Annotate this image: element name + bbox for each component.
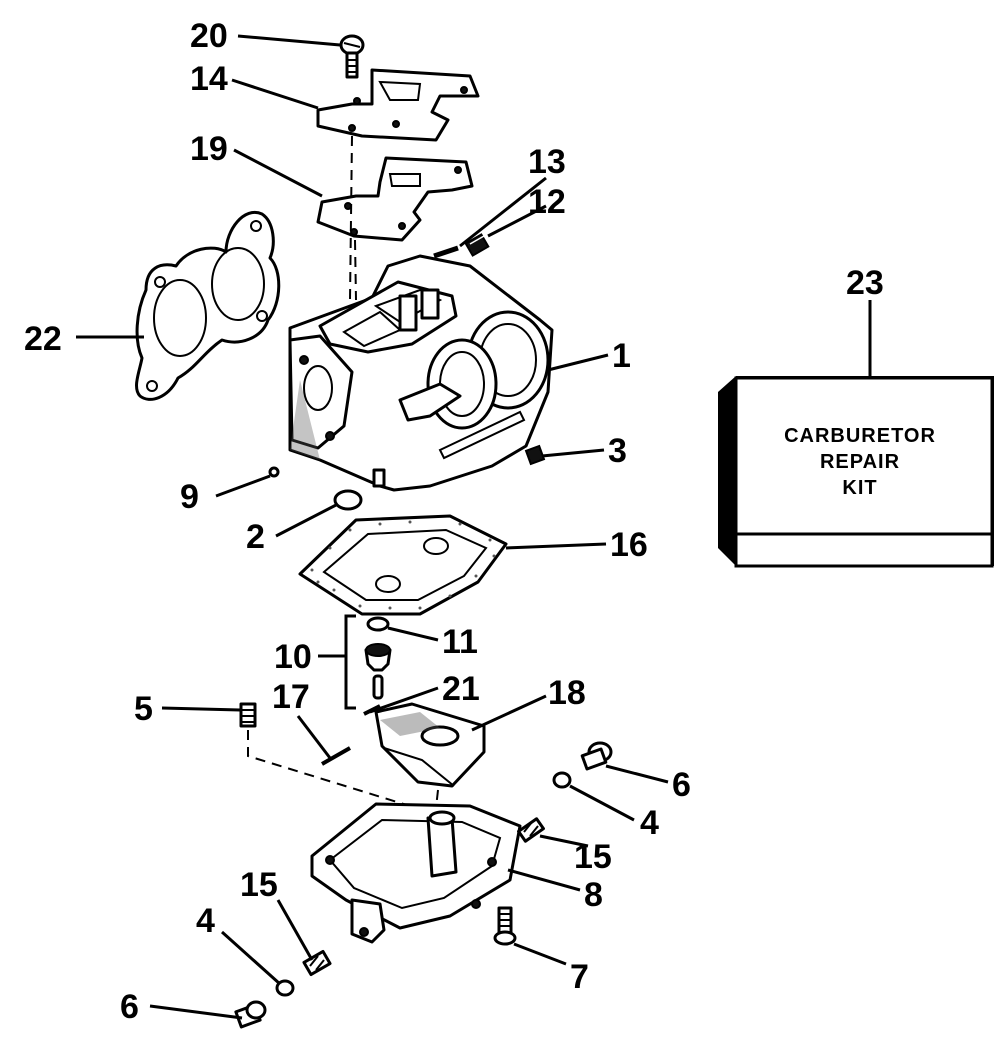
part-7-screw <box>493 906 517 946</box>
callout-1: 1 <box>612 337 631 375</box>
kit-label-line2: REPAIR <box>820 451 900 473</box>
callout-8: 8 <box>584 876 603 914</box>
part-11-washer <box>366 616 390 632</box>
callout-19: 19 <box>190 130 228 168</box>
callout-11: 11 <box>442 623 478 661</box>
callout-5: 5 <box>134 690 153 728</box>
part-2-disc <box>333 489 363 511</box>
callout-21: 21 <box>442 670 480 708</box>
part-22-intake-gasket <box>135 210 281 401</box>
part-15-screw-upper <box>517 817 545 843</box>
callout-16: 16 <box>610 526 648 564</box>
needle-valve-seat <box>364 643 392 672</box>
part-6-plug-lower <box>234 1000 267 1029</box>
callout-18: 18 <box>548 674 586 712</box>
part-19-gasket <box>316 156 474 242</box>
part-6-plug-upper <box>580 741 613 771</box>
part-12-plug <box>464 233 490 257</box>
callout-23: 23 <box>846 264 884 302</box>
kit-label-line3: KIT <box>842 477 877 499</box>
part-16-float-bowl-gasket <box>298 514 508 616</box>
part-14-cover-plate <box>316 68 480 142</box>
part-4-washer-lower <box>275 979 295 997</box>
part-4-washer-upper <box>552 771 572 789</box>
callout-6-upper: 6 <box>672 766 691 804</box>
needle <box>372 674 384 700</box>
callout-9: 9 <box>180 478 199 516</box>
callout-15-upper: 15 <box>574 838 612 876</box>
callout-3: 3 <box>608 432 627 470</box>
callout-6-lower: 6 <box>120 988 139 1026</box>
part-15-screw-lower <box>302 949 332 977</box>
part-10-needle-valve-assembly <box>344 614 356 710</box>
callout-4-lower: 4 <box>196 902 215 940</box>
callout-22: 22 <box>24 320 62 358</box>
callout-12: 12 <box>528 183 566 221</box>
callout-4-upper: 4 <box>640 804 659 842</box>
part-3-screw <box>524 444 546 466</box>
part-17-float-pin <box>321 746 351 766</box>
callout-labels: 20 14 19 13 12 22 1 3 9 2 16 23 10 11 21… <box>24 17 884 1026</box>
kit-label-line1: CARBURETOR <box>784 425 936 447</box>
part-5-jet <box>239 702 257 728</box>
part-1-carburetor-body <box>288 254 554 492</box>
part-13-pin <box>433 245 459 259</box>
callout-17: 17 <box>272 678 310 716</box>
callout-13: 13 <box>528 143 566 181</box>
part-20-screw <box>339 34 365 79</box>
callout-7: 7 <box>570 958 589 996</box>
part-18-float <box>374 702 486 788</box>
callout-20: 20 <box>190 17 228 55</box>
callout-14: 14 <box>190 60 228 98</box>
callout-2: 2 <box>246 518 265 556</box>
part-8-float-bowl <box>310 802 522 944</box>
callout-10: 10 <box>274 638 312 676</box>
part-9-ball <box>268 466 280 478</box>
leader-lines <box>76 34 872 1020</box>
part-23-repair-kit-box: CARBURETOR REPAIR KIT <box>718 376 994 568</box>
callout-15-lower: 15 <box>240 866 278 904</box>
